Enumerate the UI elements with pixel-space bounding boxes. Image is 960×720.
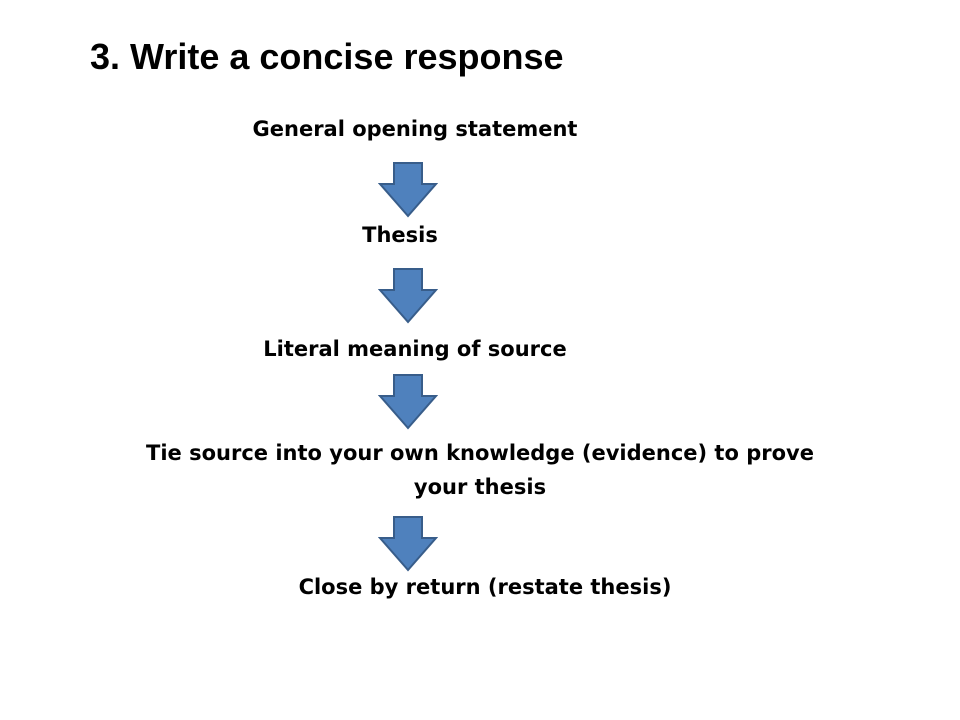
slide-title: 3. Write a concise response: [90, 36, 564, 77]
down-arrow-icon: [378, 268, 438, 324]
down-arrow-icon: [378, 374, 438, 430]
step-literal-meaning-of-source: Literal meaning of source: [263, 337, 567, 361]
step-thesis: Thesis: [362, 223, 438, 247]
step-general-opening-statement: General opening statement: [252, 117, 578, 141]
step-tie-source-into-knowledge: Tie source into your own knowledge (evid…: [146, 441, 814, 499]
step-close-by-return: Close by return (restate thesis): [298, 575, 672, 599]
down-arrow-icon: [378, 516, 438, 572]
down-arrow-icon: [378, 162, 438, 218]
